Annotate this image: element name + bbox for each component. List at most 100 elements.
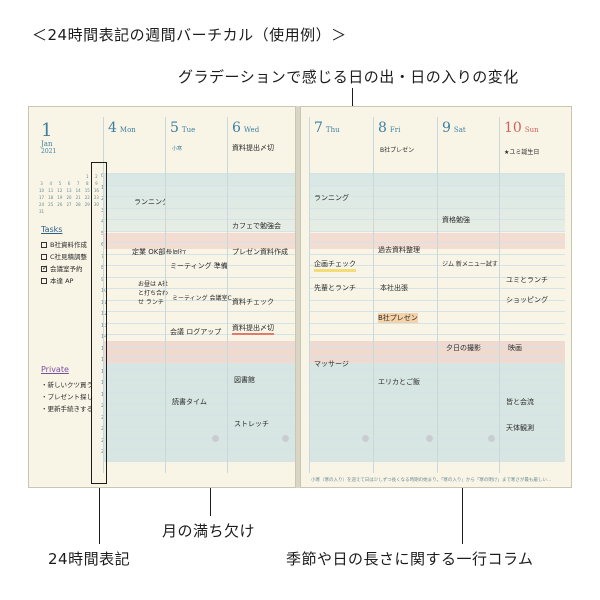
caption-column: 季節や日の長さに関する一行コラム (286, 550, 534, 568)
hour-label: 7 (101, 253, 105, 260)
hour-rule (374, 299, 437, 301)
hour-rule (104, 253, 165, 255)
task-item[interactable]: 会議室予約 (41, 263, 83, 273)
note[interactable]: 読書タイム (172, 398, 207, 406)
hour-rule (500, 265, 565, 266)
hour-rule (500, 253, 565, 255)
checkbox[interactable] (41, 278, 47, 284)
hour-rule (166, 265, 227, 266)
month-year: 2021 (41, 148, 57, 155)
hour-rule (500, 173, 565, 174)
hour-label: 13 (101, 322, 108, 329)
note[interactable]: ユミとランチ (506, 276, 548, 284)
hour-rule (310, 437, 373, 439)
hour-rule (500, 230, 565, 232)
hour-rule (438, 219, 499, 220)
hour-rule (310, 242, 373, 243)
hour-rule (438, 322, 499, 324)
moon-phase-icon (426, 435, 433, 442)
hour-rule (374, 276, 437, 278)
hour-rule (374, 196, 437, 197)
note[interactable]: 資料チェック (232, 298, 274, 306)
hour-rule (438, 288, 499, 289)
caption-24h: 24時間表記 (48, 550, 131, 568)
hour-rule (500, 414, 565, 416)
hour-rule (374, 357, 437, 358)
note[interactable]: プレゼン資料作成 (232, 248, 288, 256)
note[interactable]: 会議 ログアップ (170, 328, 222, 336)
moon-phase-icon (488, 435, 495, 442)
note[interactable]: 過去資料整理 (378, 246, 420, 254)
note[interactable]: ランニング (314, 194, 349, 202)
note[interactable]: 皆と会流 (506, 398, 534, 406)
note-highlight[interactable]: 企画チェック (314, 259, 356, 272)
note[interactable]: 天体観測 (506, 424, 534, 432)
checkbox[interactable] (41, 242, 47, 248)
note[interactable]: ★ユミ誕生日 (504, 149, 540, 156)
hour-rule (166, 368, 227, 370)
hour-rule (500, 403, 565, 404)
note[interactable]: 先輩とランチ (314, 284, 356, 292)
note[interactable]: ストレッチ (234, 420, 269, 428)
hour-rule (374, 414, 437, 416)
task-item[interactable]: 本達 AP (41, 275, 73, 285)
hour-label: 1 (101, 184, 105, 191)
task-item[interactable]: C社見積調整 (41, 251, 87, 261)
note[interactable]: 本社出張 (380, 284, 408, 292)
hour-rule (228, 253, 295, 255)
hour-rule (500, 288, 565, 289)
hour-rule (166, 219, 227, 220)
hour-rule (500, 242, 565, 243)
note[interactable]: 定業 OK部長同行 (132, 248, 187, 256)
hour-rule (500, 449, 565, 450)
hour-rule (500, 460, 565, 462)
note[interactable]: お昼は A社と打ち合わせ ランチ (138, 281, 169, 306)
note[interactable]: ジム 新メニュー試す！ (442, 261, 504, 268)
hour-rule (166, 184, 227, 186)
note[interactable]: ショッピング (506, 296, 548, 304)
note[interactable]: 資格勉強 (442, 216, 470, 224)
checkbox-checked[interactable] (41, 264, 48, 272)
leader-24h (99, 484, 100, 544)
checkbox[interactable] (41, 254, 47, 260)
note[interactable]: 資料提出〆切 (232, 144, 274, 152)
hour-rule (228, 299, 295, 301)
hour-rule (310, 460, 373, 462)
hour-rule (228, 345, 295, 347)
hour-label: 14 (101, 334, 108, 340)
note[interactable]: ミーティング 準備 (170, 262, 228, 270)
hour-rule (438, 276, 499, 278)
note[interactable]: マッサージ (314, 360, 349, 368)
note[interactable]: エリカとご飯 (378, 378, 420, 386)
note-highlight[interactable]: B社プレゼン (378, 313, 418, 323)
hour-label: 3 (101, 207, 105, 214)
note[interactable]: ランニング (134, 198, 169, 206)
hour-rule (374, 230, 437, 232)
note[interactable]: 図書館 (234, 376, 255, 384)
hour-rule (310, 276, 373, 278)
note[interactable]: B社プレゼン (380, 147, 415, 154)
hour-rule (104, 196, 165, 197)
hour-rule (310, 207, 373, 209)
note[interactable]: 映画 (508, 344, 522, 352)
task-item[interactable]: B社資料作成 (41, 239, 87, 249)
note[interactable]: カフェで勉強会 (232, 222, 281, 230)
hour-rule (104, 322, 165, 324)
note[interactable]: 夕日の撮影 (446, 344, 481, 352)
hour-rule (228, 230, 295, 232)
hour-rule (166, 173, 227, 174)
note[interactable]: ミーティング 会議室C (172, 295, 232, 302)
hour-rule (374, 288, 437, 289)
note-highlight[interactable]: 資料提出〆切 (232, 323, 274, 335)
hour-rule (228, 207, 295, 209)
hour-rule (500, 368, 565, 370)
